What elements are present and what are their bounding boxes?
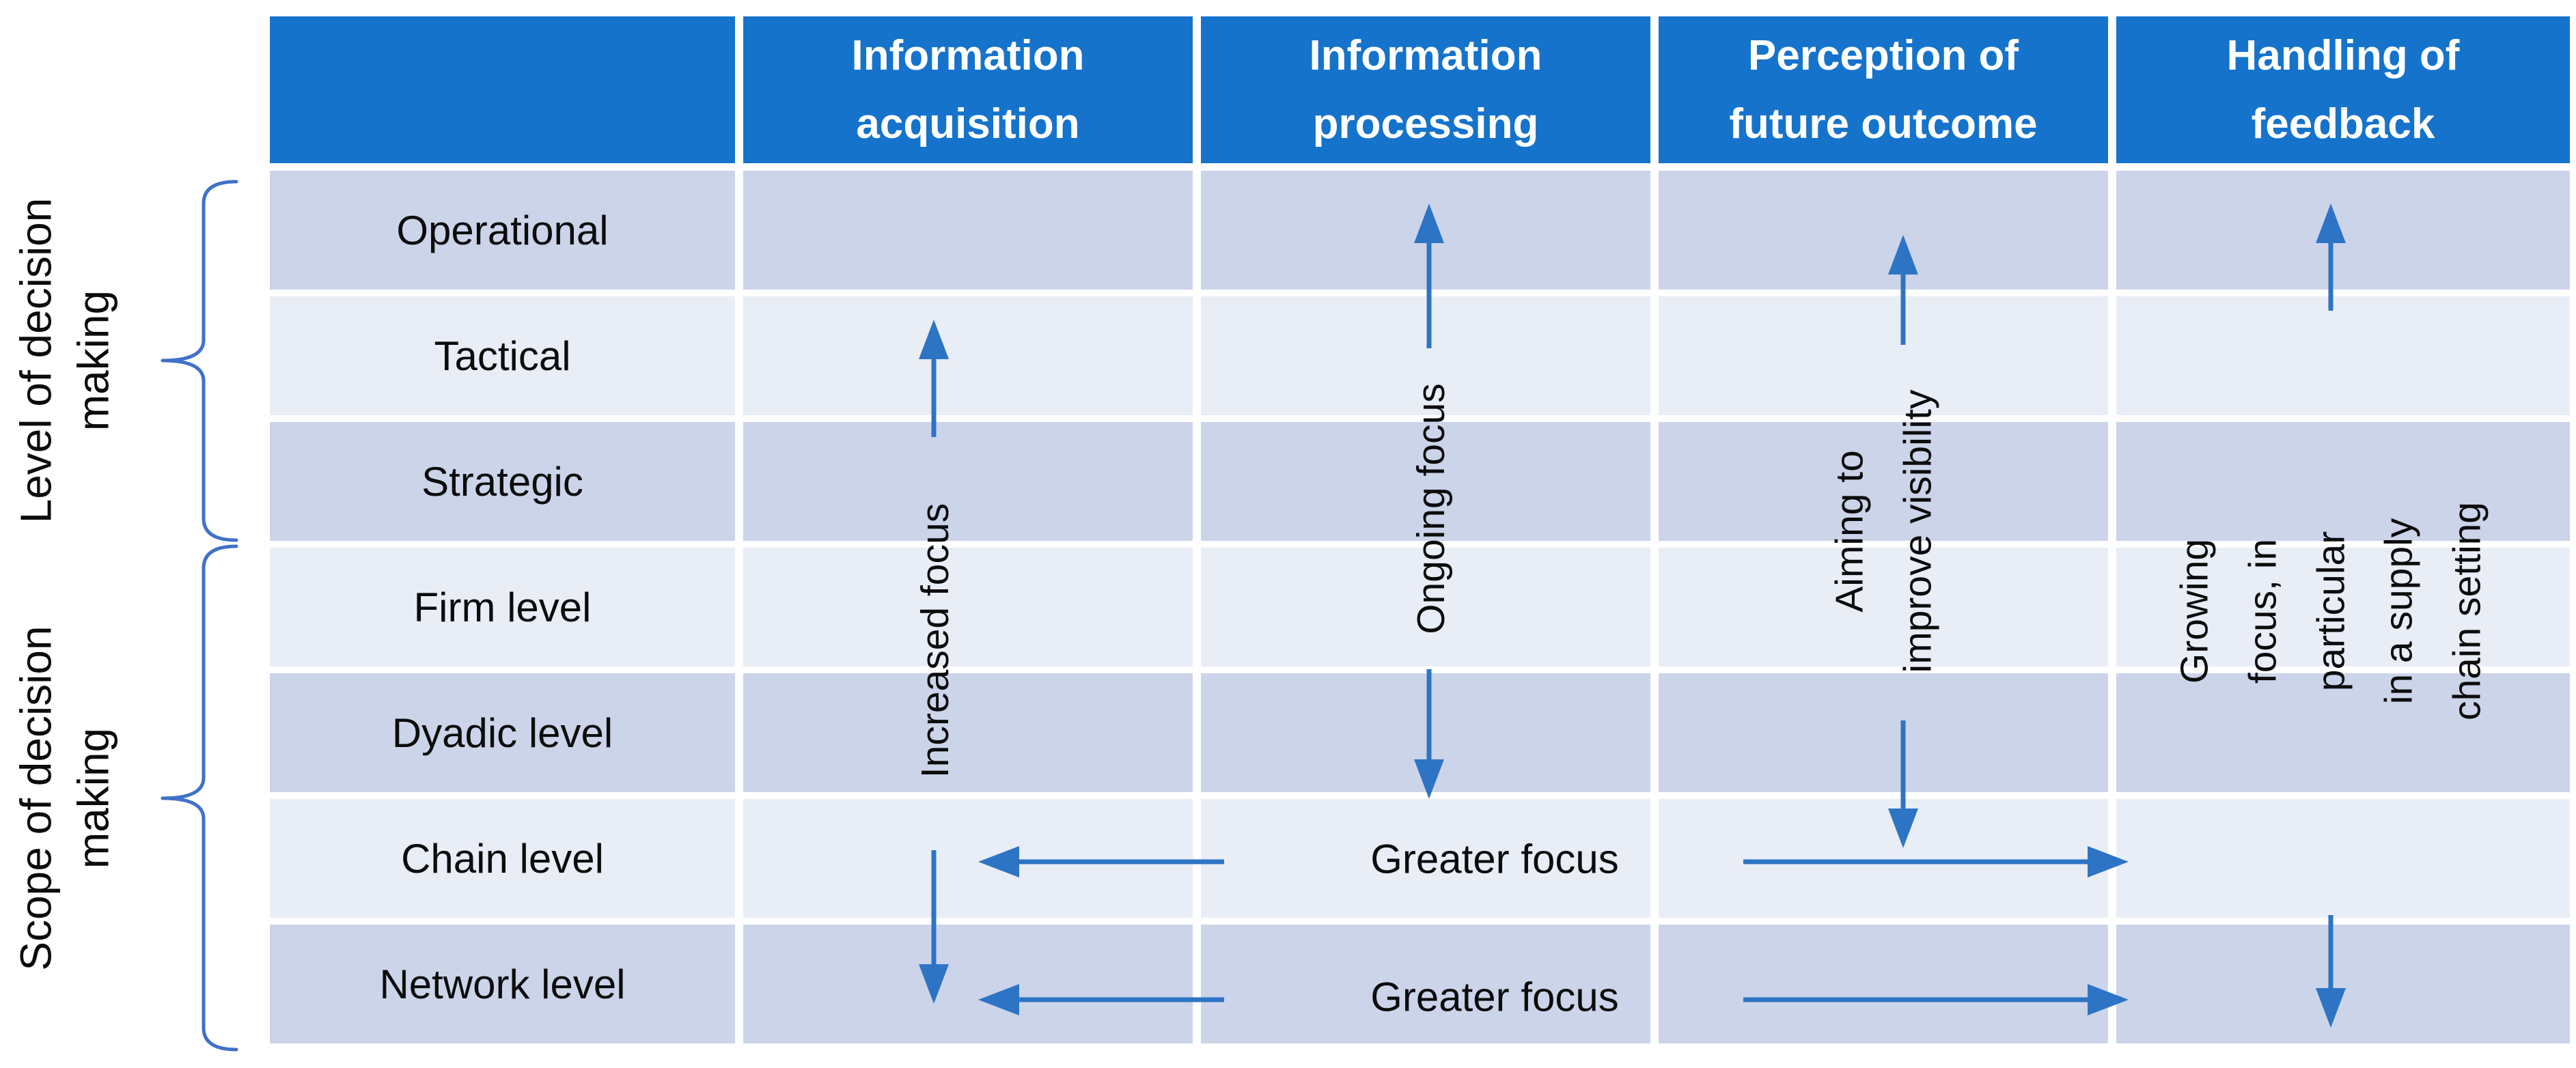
- cell-r1c3: [2116, 296, 2570, 415]
- cell-r3c2: [1659, 548, 2108, 666]
- level-group-brace: [161, 180, 238, 542]
- header-information-processing: Information processing: [1201, 16, 1650, 163]
- cell-r3c3: [2116, 548, 2570, 666]
- cell-r4c3: [2116, 673, 2570, 792]
- cell-r6c3: [2116, 925, 2570, 1043]
- growing-focus-label: Growing focus, in particular in a supply…: [2172, 501, 2489, 721]
- cell-r3c1: [1201, 548, 1650, 666]
- increased-focus-label: Increased focus: [913, 503, 958, 778]
- cell-r1c2: [1659, 296, 2108, 415]
- aiming-to-improve-visibility-label: Aiming to improve visibility: [1827, 389, 1939, 673]
- cell-r0c2: [1659, 171, 2108, 290]
- cell-r2c1: [1201, 422, 1650, 541]
- side-label-scope-of-decision-making: Scope of decision making: [11, 626, 118, 971]
- cell-r2c0: [743, 422, 1193, 541]
- cell-r5c3: [2116, 799, 2570, 918]
- row-label-tactical: Tactical: [270, 296, 735, 415]
- header-perception-of-future-outcome: Perception of future outcome: [1659, 16, 2108, 163]
- row-label-strategic: Strategic: [270, 422, 735, 541]
- header-information-acquisition: Information acquisition: [743, 16, 1193, 163]
- cell-r2c2: [1659, 422, 2108, 541]
- cell-r5c2: [1659, 799, 2108, 918]
- cell-r0c1: [1201, 171, 1650, 290]
- scope-group-brace: [161, 544, 238, 1052]
- cell-r2c3: [2116, 422, 2570, 541]
- cell-r4c1: [1201, 673, 1650, 792]
- cell-r0c0: [743, 171, 1193, 290]
- row-label-dyadic-level: Dyadic level: [270, 673, 735, 792]
- cell-r1c0: [743, 296, 1193, 415]
- cell-r6c0: [743, 925, 1193, 1043]
- network-level-greater-focus-label: Greater focus: [1370, 974, 1619, 1020]
- ongoing-focus-label: Ongoing focus: [1409, 383, 1454, 634]
- cell-r1c1: [1201, 296, 1650, 415]
- cell-r6c1: [1201, 925, 1650, 1043]
- row-label-firm-level: Firm level: [270, 548, 735, 666]
- row-label-chain-level: Chain level: [270, 799, 735, 918]
- row-label-network-level: Network level: [270, 925, 735, 1043]
- side-label-level-of-decision-making: Level of decision making: [11, 197, 118, 524]
- cell-r3c0: [743, 548, 1193, 666]
- cell-r4c2: [1659, 673, 2108, 792]
- chain-level-greater-focus-label: Greater focus: [1370, 836, 1619, 882]
- cell-r5c0: [743, 799, 1193, 918]
- cell-r5c1: [1201, 799, 1650, 918]
- cell-r6c2: [1659, 925, 2108, 1043]
- header-cell-empty: [270, 16, 735, 163]
- header-handling-of-feedback: Handling of feedback: [2116, 16, 2570, 163]
- cell-r4c0: [743, 673, 1193, 792]
- cell-r0c3: [2116, 171, 2570, 290]
- row-label-operational: Operational: [270, 171, 735, 290]
